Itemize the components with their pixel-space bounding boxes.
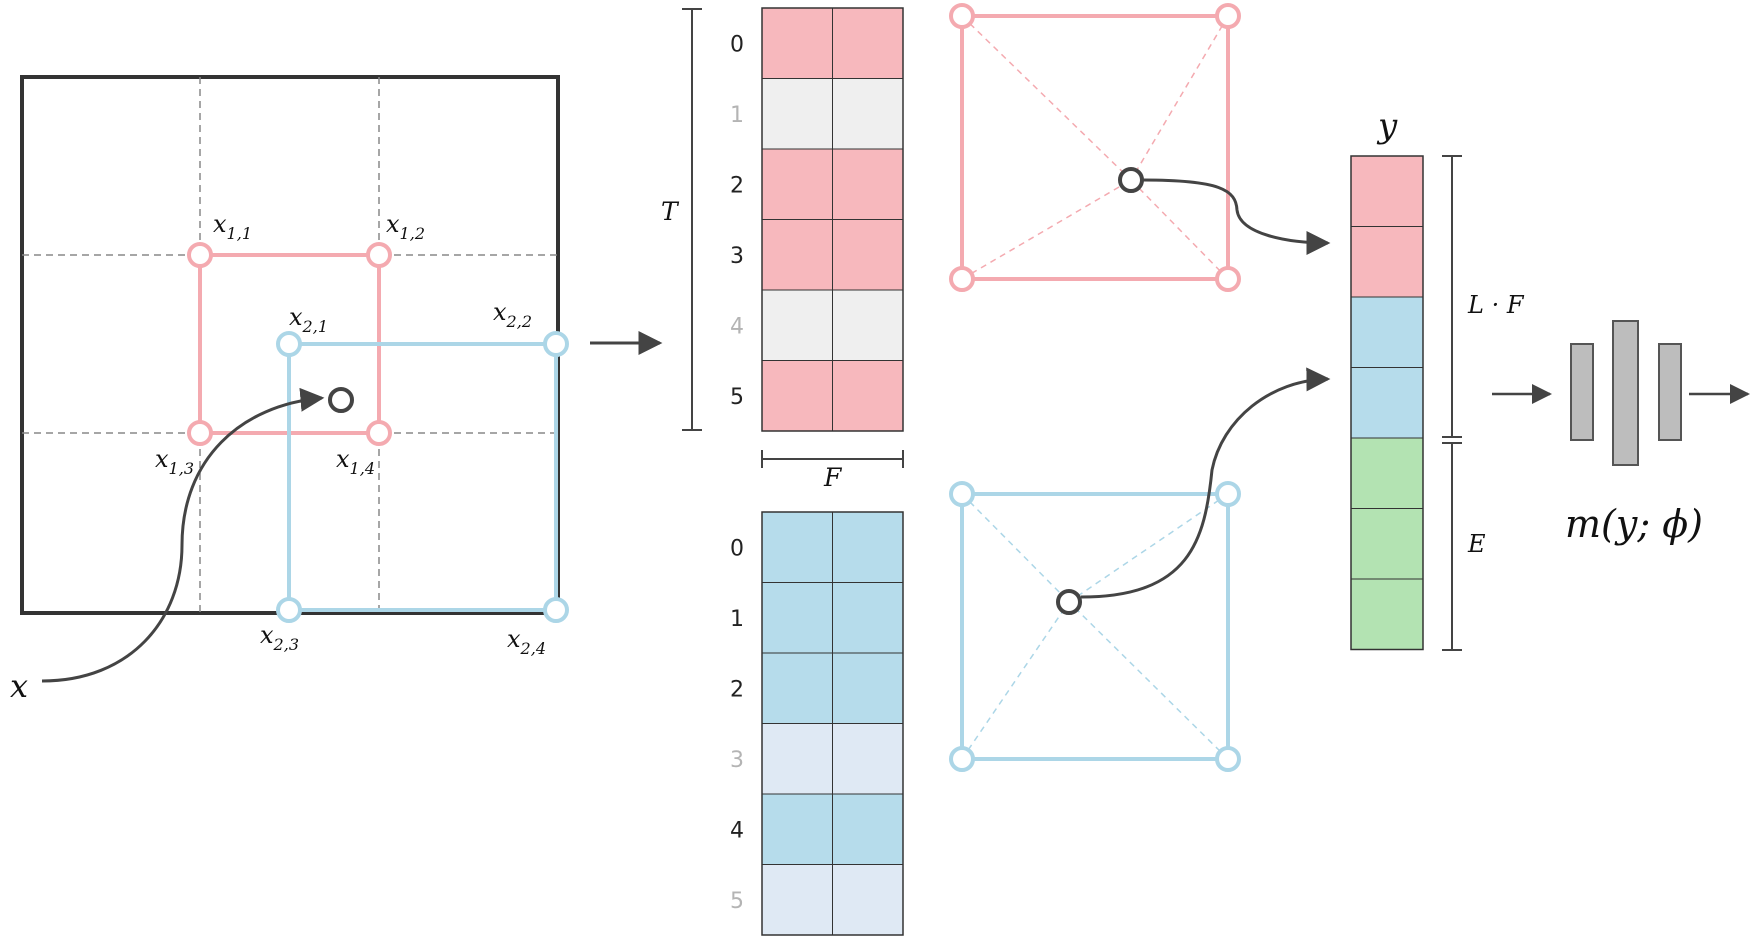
label-x12: x1,2 <box>386 210 425 243</box>
label-E: E <box>1467 530 1486 558</box>
input-label-x: x <box>10 667 28 705</box>
blue-cell-3-0 <box>761 723 833 795</box>
output-cell-pink <box>1350 155 1424 227</box>
label-T: T <box>661 197 680 226</box>
blue-cell-3-1 <box>832 723 904 795</box>
blue-row-label: 4 <box>730 818 744 843</box>
blue-cell-5-0 <box>761 864 833 936</box>
corner-x13 <box>187 420 213 446</box>
pink-cell-0-0 <box>761 7 833 79</box>
output-cell-green <box>1350 437 1424 509</box>
output-cell-green <box>1350 508 1424 580</box>
label-x23: x2,3 <box>260 621 299 654</box>
blue-cell-1-0 <box>761 582 833 654</box>
corner-x23 <box>276 597 302 623</box>
pink-row-label: 0 <box>730 32 744 57</box>
pink-cell-5-0 <box>761 360 833 432</box>
corner-x14 <box>366 420 392 446</box>
model-label: m(y; ϕ) <box>1565 502 1703 546</box>
blue-cell-2-1 <box>832 652 904 724</box>
output-label-y: y <box>1376 106 1398 146</box>
pink-row-label: 5 <box>730 385 744 410</box>
label-F: F <box>823 463 843 492</box>
mlp-icon <box>1570 320 1682 466</box>
label-x22: x2,2 <box>493 298 532 331</box>
blue-cell-0-1 <box>832 511 904 583</box>
dim-T <box>682 8 702 431</box>
pink-interp-point <box>1118 167 1144 193</box>
pink-row-label: 2 <box>730 173 744 198</box>
curved-arrow-icon <box>1142 178 1331 255</box>
hash-table-blue <box>761 511 904 936</box>
label-x14: x1,4 <box>336 445 375 478</box>
pink-cell-4-1 <box>832 289 904 361</box>
curved-arrow-icon <box>41 387 325 683</box>
corner-x22 <box>543 331 569 357</box>
blue-interp-point <box>1056 589 1082 615</box>
output-vector <box>1350 155 1424 651</box>
blue-corners <box>276 331 569 623</box>
label-x13: x1,3 <box>155 445 194 478</box>
blue-voxel <box>287 342 558 612</box>
output-cell-green <box>1350 578 1424 650</box>
label-LF: L · F <box>1467 291 1525 319</box>
blue-row-label: 5 <box>730 889 744 914</box>
corner-x11 <box>187 242 213 268</box>
blue-cell-5-1 <box>832 864 904 936</box>
corner-x21 <box>276 331 302 357</box>
blue-row-label: 0 <box>730 536 744 561</box>
pink-cell-5-1 <box>832 360 904 432</box>
pink-interpolation <box>949 3 1241 292</box>
dim-E <box>1442 442 1462 651</box>
dim-F <box>761 450 904 468</box>
label-x21: x2,1 <box>289 303 328 336</box>
pink-corners <box>187 242 392 446</box>
output-cell-blue <box>1350 296 1424 368</box>
blue-cell-1-1 <box>832 582 904 654</box>
pink-cell-2-1 <box>832 148 904 220</box>
dim-LF <box>1442 155 1462 438</box>
pink-cell-4-0 <box>761 289 833 361</box>
pink-cell-1-1 <box>832 78 904 150</box>
corner-x12 <box>366 242 392 268</box>
blue-voxel-square <box>287 342 558 612</box>
pink-cell-1-0 <box>761 78 833 150</box>
blue-cell-2-0 <box>761 652 833 724</box>
blue-interpolation <box>949 481 1241 772</box>
blue-row-label: 1 <box>730 607 744 632</box>
blue-cell-0-0 <box>761 511 833 583</box>
blue-row-label: 2 <box>730 677 744 702</box>
label-x11: x1,1 <box>213 210 252 243</box>
pink-cell-0-1 <box>832 7 904 79</box>
pink-cell-3-0 <box>761 219 833 291</box>
output-cell-blue <box>1350 367 1424 439</box>
pink-cell-2-0 <box>761 148 833 220</box>
pink-cell-3-1 <box>832 219 904 291</box>
output-cell-pink <box>1350 226 1424 298</box>
query-point <box>328 387 354 413</box>
hash-table-pink <box>761 7 904 432</box>
curved-arrow-icon <box>1080 367 1331 599</box>
corner-x24 <box>543 597 569 623</box>
pink-row-label: 3 <box>730 244 744 269</box>
pink-row-label: 1 <box>730 103 744 128</box>
blue-cell-4-1 <box>832 793 904 865</box>
label-x24: x2,4 <box>507 625 546 658</box>
blue-row-label: 3 <box>730 748 744 773</box>
pink-row-label: 4 <box>730 314 744 339</box>
blue-cell-4-0 <box>761 793 833 865</box>
